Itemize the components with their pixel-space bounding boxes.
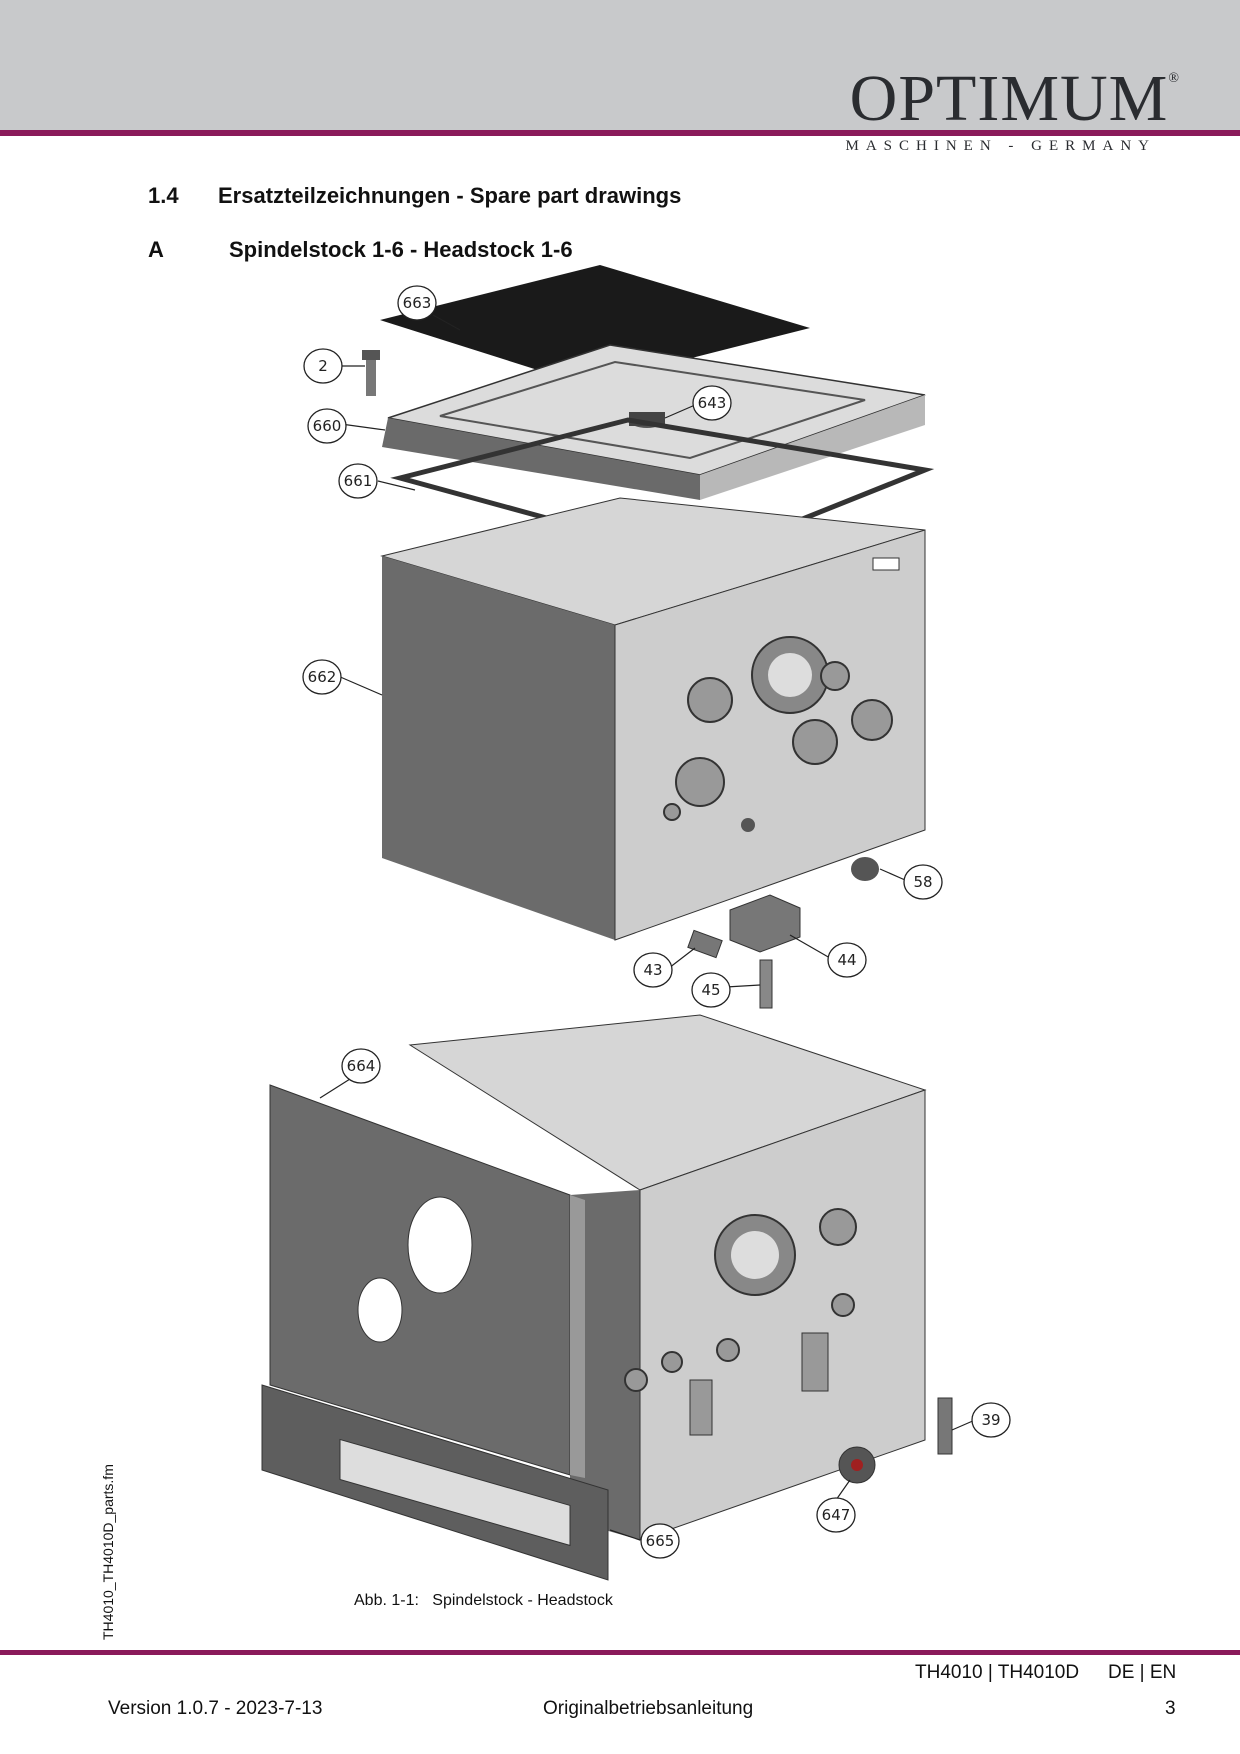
callout-661: 661 xyxy=(344,472,373,490)
callout-43: 43 xyxy=(643,961,662,979)
part-58 xyxy=(851,857,879,881)
section-title: Ersatzteilzeichnungen - Spare part drawi… xyxy=(218,183,682,208)
headstock-front-662 xyxy=(614,529,926,941)
page-number: 3 xyxy=(1165,1698,1176,1719)
callout-643: 643 xyxy=(698,394,727,412)
bolt-39 xyxy=(937,1397,953,1455)
callout-647: 647 xyxy=(822,1506,851,1524)
footer-version: Version 1.0.7 - 2023-7-13 xyxy=(108,1698,323,1719)
callout-664: 664 xyxy=(347,1057,376,1075)
bolt-2 xyxy=(366,350,376,396)
callout-663: 663 xyxy=(403,294,432,312)
callout-39: 39 xyxy=(981,1411,1000,1429)
footer-languages: DE | EN xyxy=(1108,1662,1177,1683)
callout-2: 2 xyxy=(318,357,328,375)
footer-rule xyxy=(0,1650,1240,1655)
block-44 xyxy=(729,894,801,953)
section-number: 1.4 xyxy=(148,183,179,208)
source-file-label: TH4010_TH4010D_parts.fm xyxy=(100,1464,116,1640)
callout-665: 665 xyxy=(646,1532,675,1550)
fitting-43 xyxy=(687,929,723,959)
caption-text: Spindelstock - Headstock xyxy=(432,1592,613,1609)
footer-models: TH4010 | TH4010D xyxy=(915,1662,1080,1683)
header-band xyxy=(0,0,1240,130)
header-rule xyxy=(0,130,1240,136)
headstock-exploded-drawing: 663 2 643 660 661 662 58 44 43 45 664 39… xyxy=(261,265,1011,1581)
callout-662: 662 xyxy=(308,668,337,686)
bolt-45 xyxy=(759,959,773,1009)
subsection-letter: A xyxy=(148,237,164,262)
figure-caption: Abb. 1-1: Spindelstock - Headstock xyxy=(354,1592,613,1610)
brand-subtitle: MASCHINEN - GERMANY xyxy=(845,138,1156,154)
callout-group xyxy=(302,285,1011,1559)
brand-logo: OPTIMUM® xyxy=(849,62,1180,135)
caption-label: Abb. 1-1: xyxy=(354,1592,419,1609)
footer-doc-type: Originalbetriebsanleitung xyxy=(543,1698,754,1719)
cover-seal-663 xyxy=(380,265,810,385)
callout-44: 44 xyxy=(837,951,856,969)
callout-58: 58 xyxy=(913,873,932,891)
callout-660: 660 xyxy=(313,417,342,435)
callout-45: 45 xyxy=(701,981,720,999)
subsection-title: Spindelstock 1-6 - Headstock 1-6 xyxy=(229,237,573,262)
headstock-left-662 xyxy=(382,556,615,940)
